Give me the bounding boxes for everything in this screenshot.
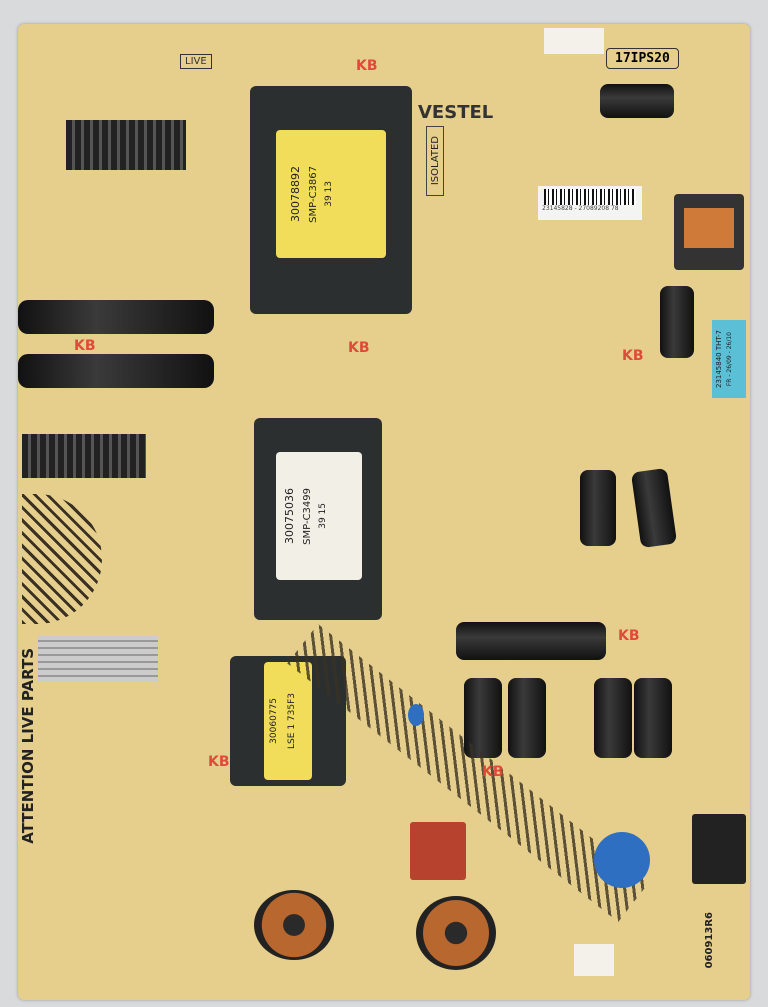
common-mode-choke — [416, 896, 496, 970]
kb-marker: KB — [482, 764, 504, 780]
varistor — [594, 832, 650, 888]
capacitor — [630, 467, 678, 549]
capacitor — [600, 84, 674, 118]
isolation-zone — [22, 494, 102, 624]
kb-marker: KB — [348, 340, 370, 356]
kb-marker: KB — [622, 348, 644, 364]
brand-logo: VESTEL — [418, 102, 494, 123]
kb-marker: KB — [618, 628, 640, 644]
kb-marker: KB — [208, 754, 230, 770]
connector — [574, 944, 614, 976]
capacitor — [508, 678, 546, 758]
sticker-line1: 23145840 THT-7 — [715, 329, 723, 388]
capacitor — [456, 622, 606, 660]
heatsink — [22, 434, 146, 478]
revision-label: 060913R6 — [704, 911, 715, 968]
transformer-type: SMP-C3867 — [308, 165, 320, 223]
transformer: 30078892 SMP-C3867 39 13 — [250, 86, 412, 314]
capacitor — [660, 286, 694, 358]
capacitor — [634, 678, 672, 758]
live-label: LIVE — [180, 54, 212, 69]
connector — [544, 28, 604, 54]
transformer: 30075036 SMP-C3499 39 15 — [254, 418, 382, 620]
kb-marker: KB — [356, 58, 378, 74]
transformer-small — [674, 194, 744, 270]
heatsink — [66, 120, 186, 170]
capacitor — [580, 470, 616, 546]
sticker-line2: FR - 26/09 - 26/10 — [725, 331, 733, 387]
warning-text: ATTENTION LIVE PARTS — [19, 648, 37, 844]
transformer-type: SMP-C3499 — [302, 487, 314, 545]
transformer-date: 39 15 — [318, 503, 329, 529]
barcode-text: 23145828 - 27089208 78 — [542, 205, 619, 212]
isolated-box: ISOLATED — [426, 126, 444, 196]
transformer-date: 39 13 — [324, 181, 335, 207]
common-mode-choke — [254, 890, 334, 960]
capacitor-ceramic — [408, 704, 424, 726]
power-connector — [692, 814, 746, 884]
barcode-sticker: 23145828 - 27089208 78 — [538, 186, 642, 220]
isolated-label: ISOLATED — [429, 136, 441, 186]
capacitor — [594, 678, 632, 758]
transformer-type: LSE 1 735F3 — [286, 693, 297, 749]
model-label: 17IPS20 — [606, 48, 679, 69]
transformer-part: 30075036 — [283, 488, 296, 544]
heatsink — [38, 636, 158, 682]
pcb-board: LIVE ATTENTION LIVE PARTS 30078892 SMP-C… — [18, 24, 750, 1000]
capacitor — [18, 300, 214, 334]
kb-marker: KB — [74, 338, 96, 354]
x-capacitor — [410, 822, 466, 880]
capacitor — [18, 354, 214, 388]
info-sticker: 23145840 THT-7 FR - 26/09 - 26/10 — [712, 320, 746, 398]
transformer-part: 30078892 — [289, 166, 302, 222]
transformer-part: 30060775 — [269, 698, 279, 744]
